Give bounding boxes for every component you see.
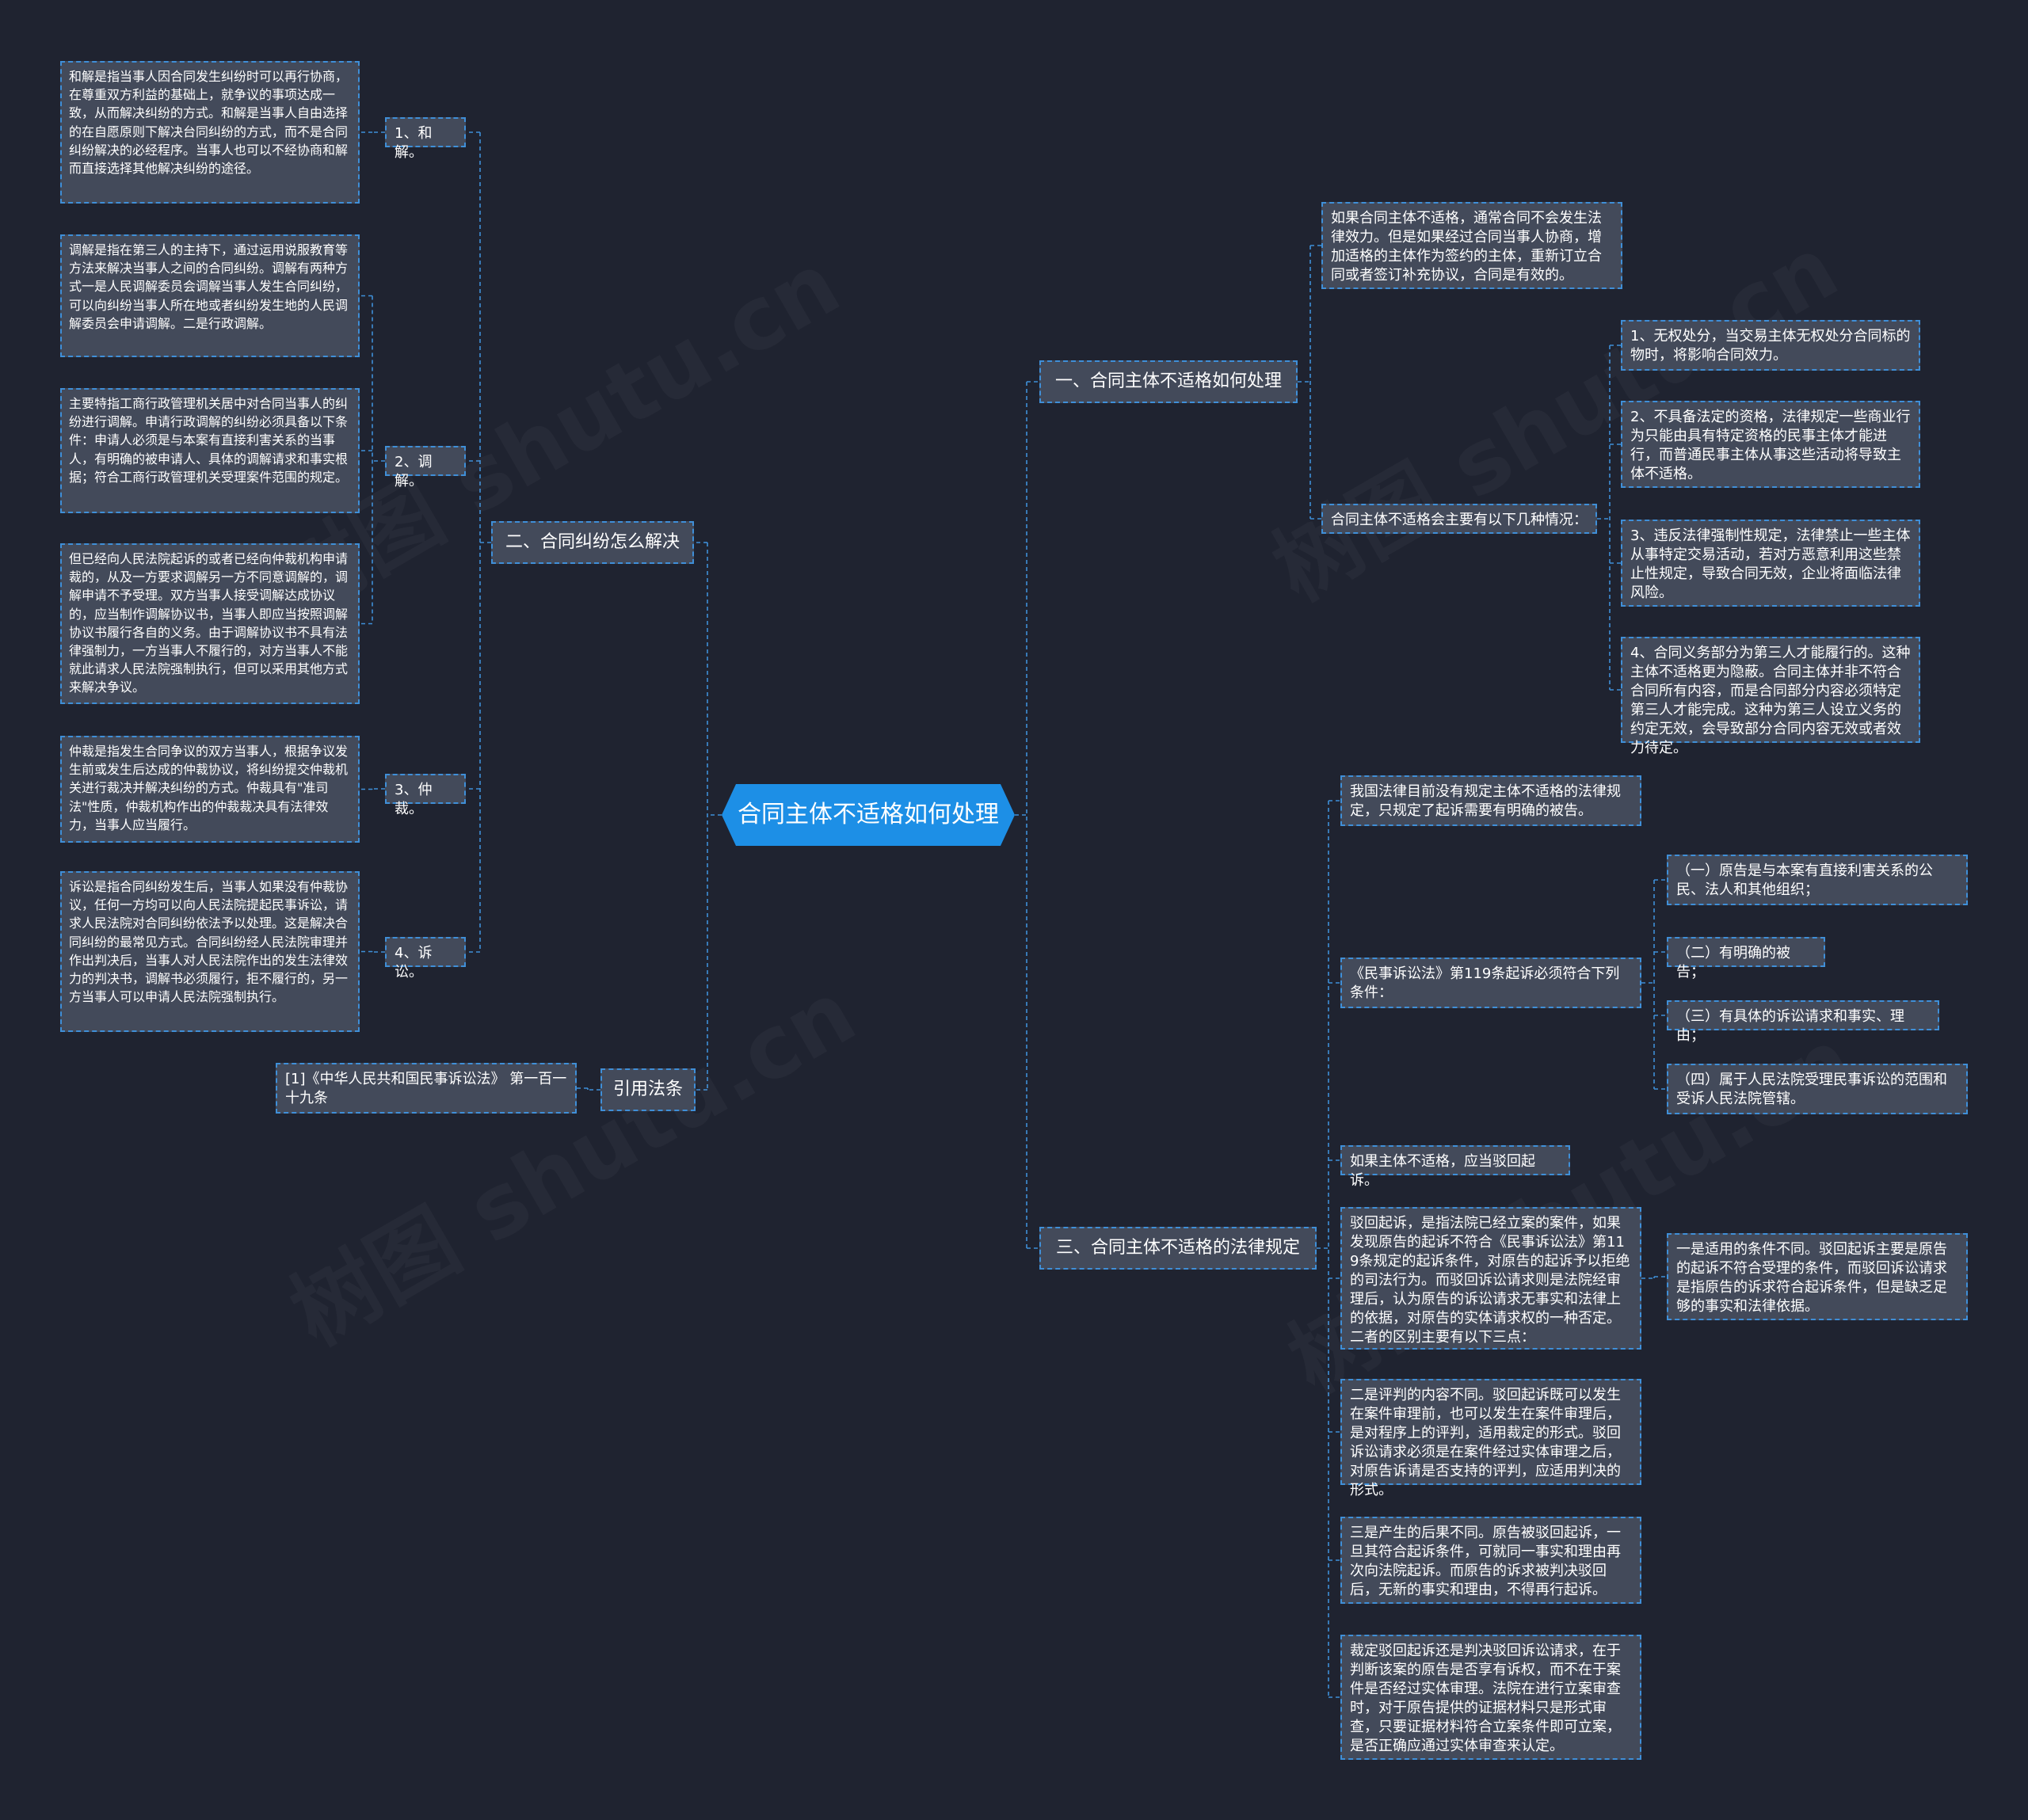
branch-topic-1[interactable]: 一、合同主体不适格如何处理 [1039, 360, 1298, 403]
settlement-description[interactable]: 和解是指当事人因合同发生纠纷时可以再行协商，在尊重双方利益的基础上，就争议的事项… [60, 61, 360, 204]
dismissal-explanation[interactable]: 驳回起诉，是指法院已经立案的案件，如果发现原告的起诉不符合《民事诉讼法》第119… [1340, 1207, 1641, 1350]
cited-law-item[interactable]: [1]《中华人民共和国民事诉讼法》 第一百一十九条 [276, 1063, 577, 1114]
situation-item[interactable]: 2、不具备法定的资格，法律规定一些商业行为只能由具有特定资格的民事主体才能进行，… [1621, 401, 1920, 488]
mediation-description[interactable]: 调解是指在第三人的主持下，通过运用说服教育等方法来解决当事人之间的合同纠纷。调解… [60, 234, 360, 357]
method-arbitration[interactable]: 3、仲裁。 [385, 774, 466, 817]
dismiss-note[interactable]: 如果主体不适格，应当驳回起诉。 [1340, 1145, 1570, 1189]
situation-item[interactable]: 1、无权处分，当交易主体无权处分合同标的物时，将影响合同效力。 [1621, 320, 1920, 371]
condition-item[interactable]: （三）有具体的诉讼请求和事实、理由； [1667, 1000, 1939, 1044]
branch-topic-2[interactable]: 二、合同纠纷怎么解决 [491, 521, 694, 564]
law-note[interactable]: 我国法律目前没有规定主体不适格的法律规定，只规定了起诉需要有明确的被告。 [1340, 775, 1641, 826]
condition-item[interactable]: （四）属于人民法院受理民事诉讼的范围和受诉人民法院管辖。 [1667, 1064, 1968, 1114]
method-mediation[interactable]: 2、调解。 [385, 446, 466, 489]
mediation-description[interactable]: 主要特指工商行政管理机关居中对合同当事人的纠纷进行调解。申请行政调解的纠纷必须具… [60, 388, 360, 513]
branch-topic-cited-law[interactable]: 引用法条 [600, 1068, 696, 1111]
method-litigation[interactable]: 4、诉讼。 [385, 937, 466, 980]
difference-point-2[interactable]: 二是评判的内容不同。驳回起诉既可以发生在案件审理前，也可以发生在案件审理后，是对… [1340, 1379, 1641, 1498]
branch-topic-3[interactable]: 三、合同主体不适格的法律规定 [1039, 1227, 1317, 1270]
ruling-explanation[interactable]: 裁定驳回起诉还是判决驳回诉讼请求，在于判断该案的原告是否享有诉权，而不在于案件是… [1340, 1635, 1641, 1760]
condition-item[interactable]: （二）有明确的被告； [1667, 937, 1825, 980]
situation-item[interactable]: 4、合同义务部分为第三人才能履行的。这种主体不适格更为隐蔽。合同主体并非不符合合… [1621, 637, 1920, 756]
subtopic-situations[interactable]: 合同主体不适格会主要有以下几种情况： [1321, 504, 1597, 534]
mediation-description[interactable]: 但已经向人民法院起诉的或者已经向仲裁机构申请裁的，从及一方要求调解另一方不同意调… [60, 543, 360, 704]
root-topic[interactable]: 合同主体不适格如何处理 [722, 784, 1015, 846]
difference-point-3[interactable]: 三是产生的后果不同。原告被驳回起诉，一旦其符合起诉条件，可就同一事实和理由再次向… [1340, 1517, 1641, 1604]
situation-item[interactable]: 3、违反法律强制性规定，法律禁止一些主体从事特定交易活动，若对方恶意利用这些禁止… [1621, 520, 1920, 607]
litigation-description[interactable]: 诉讼是指合同纠纷发生后，当事人如果没有仲裁协议，任何一方均可以向人民法院提起民事… [60, 871, 360, 1032]
subtopic-contract-validity[interactable]: 如果合同主体不适格，通常合同不会发生法律效力。但是如果经过合同当事人协商，增加适… [1321, 202, 1622, 289]
condition-item[interactable]: （一）原告是与本案有直接利害关系的公民、法人和其他组织； [1667, 855, 1968, 905]
law-article-119[interactable]: 《民事诉讼法》第119条起诉必须符合下列条件： [1340, 958, 1641, 1008]
difference-point-1[interactable]: 一是适用的条件不同。驳回起诉主要是原告的起诉不符合受理的条件，而驳回诉讼请求是指… [1667, 1233, 1968, 1320]
method-settlement[interactable]: 1、和解。 [385, 117, 466, 161]
arbitration-description[interactable]: 仲裁是指发生合同争议的双方当事人，根据争议发生前或发生后达成的仲裁协议，将纠纷提… [60, 736, 360, 843]
